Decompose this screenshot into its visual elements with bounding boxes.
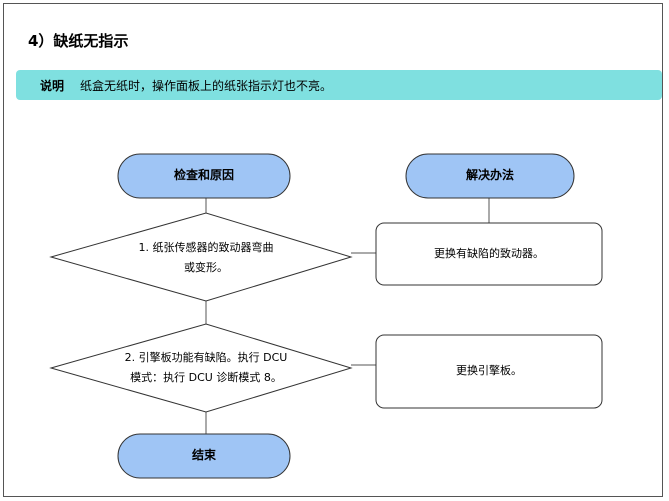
solution1-box [375,222,603,286]
solution-header-pill [405,153,575,199]
step1-cause-line1: 1. 纸张传感器的致动器弯曲 [138,241,274,254]
section-title: 4）缺纸无指示 [28,32,129,50]
solution-header-label: 解决办法 [465,168,514,182]
note-banner: 说明 纸盒无纸时，操作面板上的纸张指示灯也不亮。 [16,70,662,100]
end-label: 结束 [191,448,216,462]
end-pill [117,433,291,479]
check-header-pill [117,153,291,199]
step2-diamond [49,323,353,413]
check-header-label: 检查和原因 [173,168,234,182]
flowchart-page: 4）缺纸无指示 说明 纸盒无纸时，操作面板上的纸张指示灯也不亮。 检查和原因 解… [3,3,663,497]
solution2-box [375,334,603,409]
step2-cause-line2: 模式：执行 DCU 诊断模式 8。 [130,371,282,384]
flowchart-shapes [49,153,603,479]
note-text: 纸盒无纸时，操作面板上的纸张指示灯也不亮。 [80,78,333,93]
step1-diamond [49,212,353,302]
note-label: 说明 [40,78,65,93]
step2-cause-line1: 2. 引擎板功能有缺陷。执行 DCU [124,351,288,364]
step1-solution: 更换有缺陷的致动器。 [434,247,544,260]
step1-cause-line2: 或变形。 [184,261,228,274]
step2-solution: 更换引擎板。 [456,364,522,377]
